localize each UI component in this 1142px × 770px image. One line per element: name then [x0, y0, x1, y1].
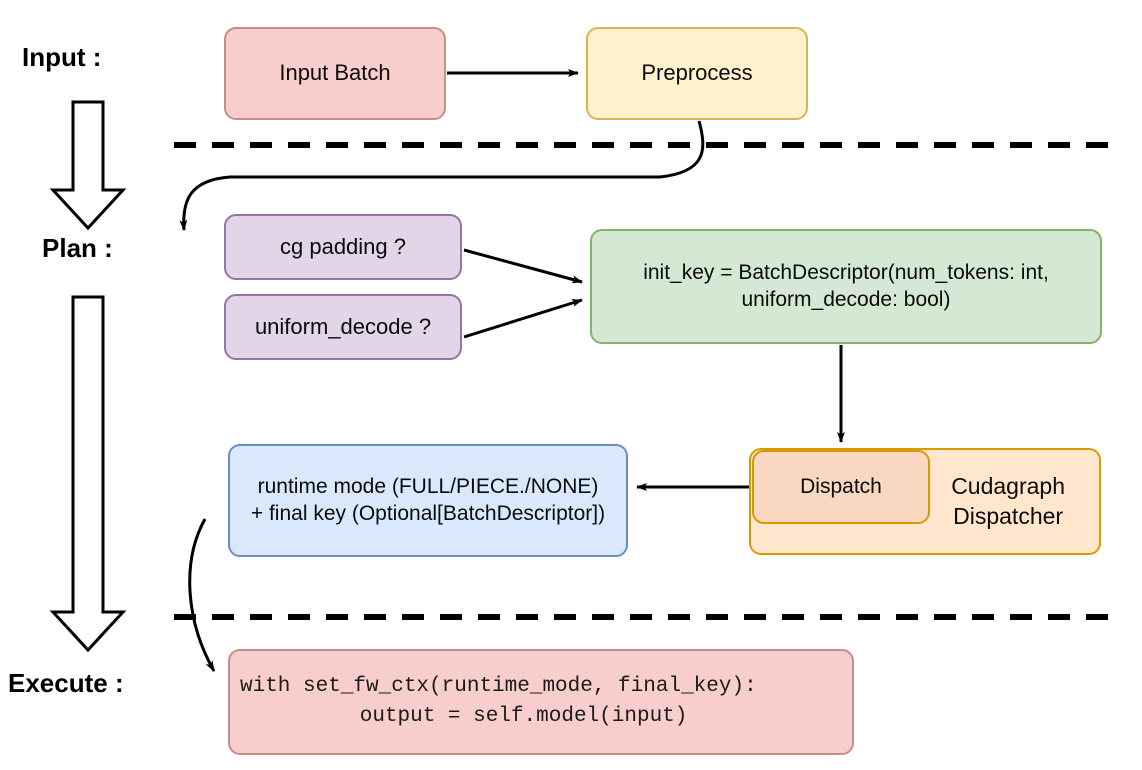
- node-init-key-line1: init_key = BatchDescriptor(num_tokens: i…: [643, 260, 1049, 284]
- node-init-key[interactable]: init_key = BatchDescriptor(num_tokens: i…: [590, 229, 1102, 344]
- node-preprocess[interactable]: Preprocess: [586, 27, 808, 120]
- node-dispatch[interactable]: Dispatch: [752, 450, 930, 524]
- connector-uniform-decode-to-init-key: [463, 298, 583, 339]
- node-runtime-mode-line2: + final key (Optional[BatchDescriptor]): [250, 501, 606, 525]
- node-cudagraph-dispatcher-line2: Dispatcher: [953, 502, 1064, 529]
- connector-runtime-mode-to-code-block: [188, 518, 216, 672]
- code-block-text: with set_fw_ctx(runtime_mode, final_key)…: [240, 672, 757, 732]
- code-line-2: output = self.model(input): [309, 705, 688, 728]
- node-cudagraph-dispatcher-line1: Cudagraph: [951, 473, 1065, 500]
- node-init-key-line2: uniform_decode: bool): [741, 287, 951, 311]
- plan-to-execute-block-arrow: [49, 295, 127, 653]
- node-code-block[interactable]: with set_fw_ctx(runtime_mode, final_key)…: [228, 649, 854, 755]
- node-uniform-decode[interactable]: uniform_decode ?: [224, 294, 462, 360]
- node-runtime-mode[interactable]: runtime mode (FULL/PIECE./NONE) + final …: [228, 444, 628, 557]
- stage-label-plan: Plan :: [42, 233, 113, 263]
- stage-label-execute: Execute :: [8, 668, 124, 698]
- node-input-batch[interactable]: Input Batch: [224, 27, 446, 120]
- input-to-plan-block-arrow: [49, 100, 127, 231]
- node-cg-padding[interactable]: cg padding ?: [224, 214, 462, 280]
- code-line-1: with set_fw_ctx(runtime_mode, final_key)…: [240, 675, 757, 699]
- stage-label-input: Input :: [22, 42, 102, 72]
- connector-cg-padding-to-init-key: [463, 248, 583, 284]
- node-runtime-mode-line1: runtime mode (FULL/PIECE./NONE): [257, 474, 599, 498]
